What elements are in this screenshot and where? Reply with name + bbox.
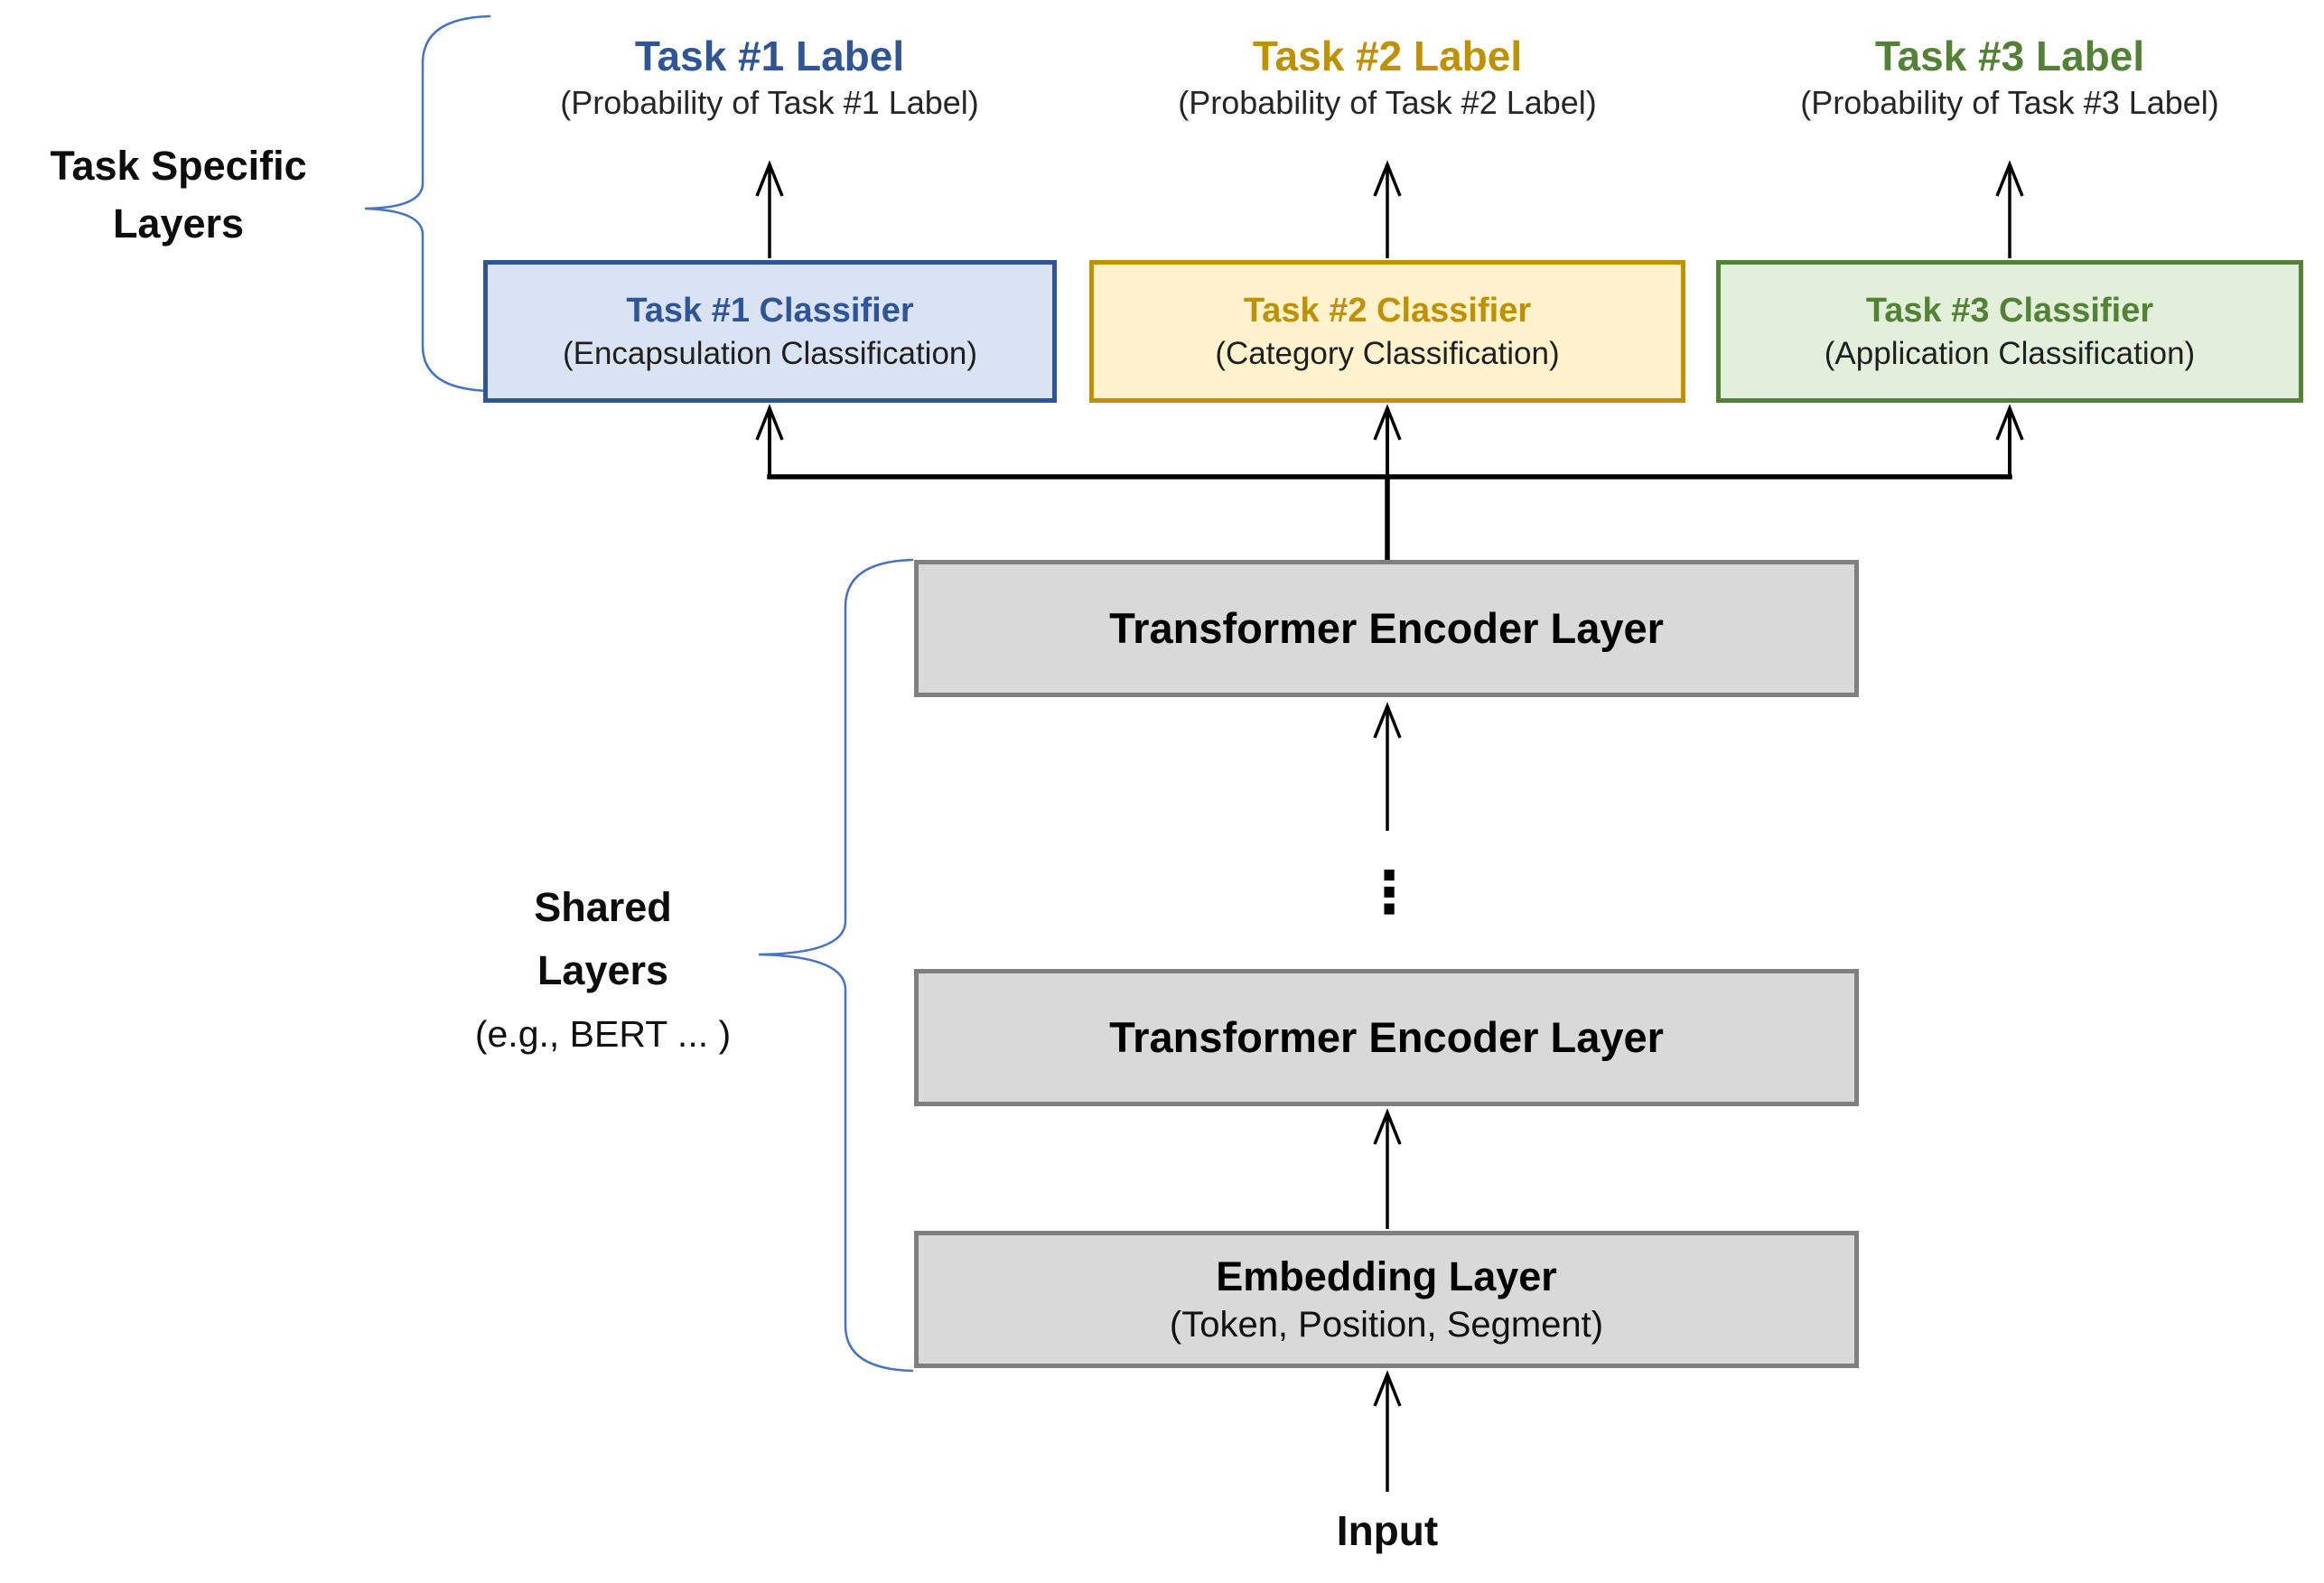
task3-classifier-title: Task #3 Classifier [1865, 292, 2154, 330]
task1-classifier-box: Task #1 Classifier (Encapsulation Classi… [483, 260, 1057, 403]
region-label-shared: Shared Layers (e.g., BERT ... ) [402, 876, 804, 1066]
embedding-layer-title: Embedding Layer [1216, 1253, 1557, 1299]
task3-output-label: Task #3 Label (Probability of Task #3 La… [1657, 31, 2324, 125]
region-label-shared-line2: Layers [537, 947, 669, 993]
transformer-encoder-bottom-box: Transformer Encoder Layer [914, 969, 1859, 1106]
task3-classifier-box: Task #3 Classifier (Application Classifi… [1716, 260, 2303, 403]
embedding-layer-subtitle: (Token, Position, Segment) [1169, 1305, 1604, 1345]
transformer-encoder-bottom-title: Transformer Encoder Layer [1109, 1013, 1664, 1061]
task2-classifier-box: Task #2 Classifier (Category Classificat… [1089, 260, 1685, 403]
task2-classifier-title: Task #2 Classifier [1243, 292, 1532, 330]
embedding-layer-box: Embedding Layer (Token, Position, Segmen… [914, 1231, 1859, 1368]
task1-classifier-subtitle: (Encapsulation Classification) [562, 336, 978, 371]
task1-label-title: Task #1 Label [634, 33, 905, 79]
task2-label-title: Task #2 Label [1252, 33, 1523, 79]
transformer-encoder-top-box: Transformer Encoder Layer [914, 560, 1859, 697]
task1-label-subtitle: (Probability of Task #1 Label) [560, 84, 979, 121]
task3-classifier-subtitle: (Application Classification) [1824, 336, 2196, 371]
shared-layers-brace [758, 558, 914, 1373]
stack-ellipsis-dots: ⋮ [1360, 860, 1418, 925]
task2-label-subtitle: (Probability of Task #2 Label) [1178, 84, 1597, 121]
region-label-task-specific-line2: Layers [112, 200, 245, 247]
task1-classifier-title: Task #1 Classifier [626, 292, 914, 330]
task3-label-subtitle: (Probability of Task #3 Label) [1800, 84, 2219, 121]
task2-classifier-subtitle: (Category Classification) [1215, 336, 1560, 371]
transformer-encoder-top-title: Transformer Encoder Layer [1109, 604, 1664, 652]
task-specific-brace [364, 14, 491, 393]
region-label-shared-line1: Shared [534, 884, 672, 930]
region-label-shared-line3: (e.g., BERT ... ) [474, 1013, 732, 1055]
task3-label-title: Task #3 Label [1874, 33, 2145, 79]
region-label-task-specific: Task Specific Layers [0, 137, 357, 253]
region-label-task-specific-line1: Task Specific [50, 143, 307, 189]
task1-output-label: Task #1 Label (Probability of Task #1 La… [417, 31, 1122, 125]
task2-output-label: Task #2 Label (Probability of Task #2 La… [1035, 31, 1740, 125]
input-label: Input [1336, 1507, 1439, 1554]
